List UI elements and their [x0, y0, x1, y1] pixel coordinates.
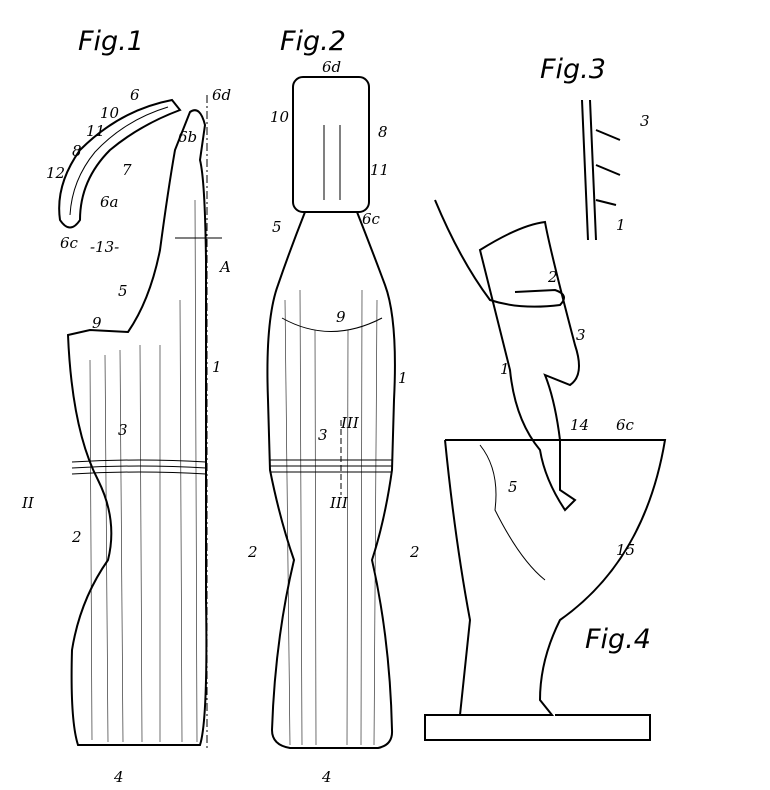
label: III	[340, 414, 360, 432]
label: 2	[547, 268, 558, 286]
figure-4: Fig.4 2 3 1 14 6c 5 15	[425, 200, 665, 740]
label: 8	[72, 142, 82, 160]
label: 6c	[616, 416, 635, 434]
label: 6c	[362, 210, 381, 228]
fig1-cap	[59, 100, 180, 228]
figure-3: Fig.3 3 1	[540, 54, 650, 240]
label: 6d	[322, 58, 341, 76]
label: 3	[318, 426, 328, 444]
fig2-title: Fig.2	[280, 26, 346, 57]
figure-1: Fig.1 6d 6 10 11 8 12 6b 7 6a 6c -13- 5 …	[21, 26, 231, 786]
label: 5	[272, 218, 282, 236]
label: II	[21, 494, 35, 512]
fig4-bottle	[480, 222, 579, 510]
label: 1	[500, 360, 510, 378]
figure-2: Fig.2 6d 10 8 11 5 6c 9 1 III 3 III 2 2 …	[247, 26, 420, 786]
fig3-wall-section	[582, 100, 596, 240]
label: 5	[118, 282, 128, 300]
label: 15	[616, 541, 635, 559]
label: A	[218, 258, 231, 276]
fig2-cap-core	[324, 125, 340, 200]
label: 7	[122, 161, 132, 179]
label: 1	[398, 369, 408, 387]
fig1-rings	[72, 460, 206, 474]
label: 4	[113, 768, 124, 786]
fig4-glass	[425, 440, 665, 740]
label: 11	[86, 122, 105, 140]
label: 12	[46, 164, 65, 182]
fig4-hand	[435, 200, 564, 307]
fig2-shading	[285, 290, 377, 745]
label: 9	[336, 308, 346, 326]
label: 5	[508, 478, 518, 496]
label: 8	[378, 123, 388, 141]
fig1-bottle-outline	[68, 110, 206, 745]
fig1-cap-inner	[70, 107, 168, 215]
fig3-rings	[596, 130, 620, 205]
label: 2	[71, 528, 82, 546]
fig1-shading	[90, 200, 197, 742]
fig2-recess	[282, 318, 382, 332]
fig4-glass-cutaway	[480, 445, 545, 580]
label: 3	[640, 112, 650, 130]
label: 6d	[212, 86, 231, 104]
fig3-title: Fig.3	[540, 54, 606, 85]
label: 3	[576, 326, 586, 344]
fig2-rings	[270, 460, 392, 472]
label: 10	[270, 108, 290, 126]
label: 9	[92, 314, 102, 332]
label: 14	[570, 416, 589, 434]
label: 11	[370, 161, 389, 179]
label: 1	[212, 358, 222, 376]
label: -13-	[90, 238, 119, 256]
label: III	[329, 494, 349, 512]
label: 6a	[100, 193, 119, 211]
label: 2	[247, 543, 258, 561]
label: 6c	[60, 234, 79, 252]
label: 2	[409, 543, 420, 561]
label: 6	[130, 86, 140, 104]
label: 1	[616, 216, 626, 234]
fig4-title: Fig.4	[585, 624, 651, 655]
label: 4	[321, 768, 332, 786]
label: 10	[100, 104, 120, 122]
fig2-cap	[293, 77, 369, 212]
label: 6b	[178, 128, 197, 146]
fig1-title: Fig.1	[78, 26, 144, 57]
label: 3	[118, 421, 128, 439]
